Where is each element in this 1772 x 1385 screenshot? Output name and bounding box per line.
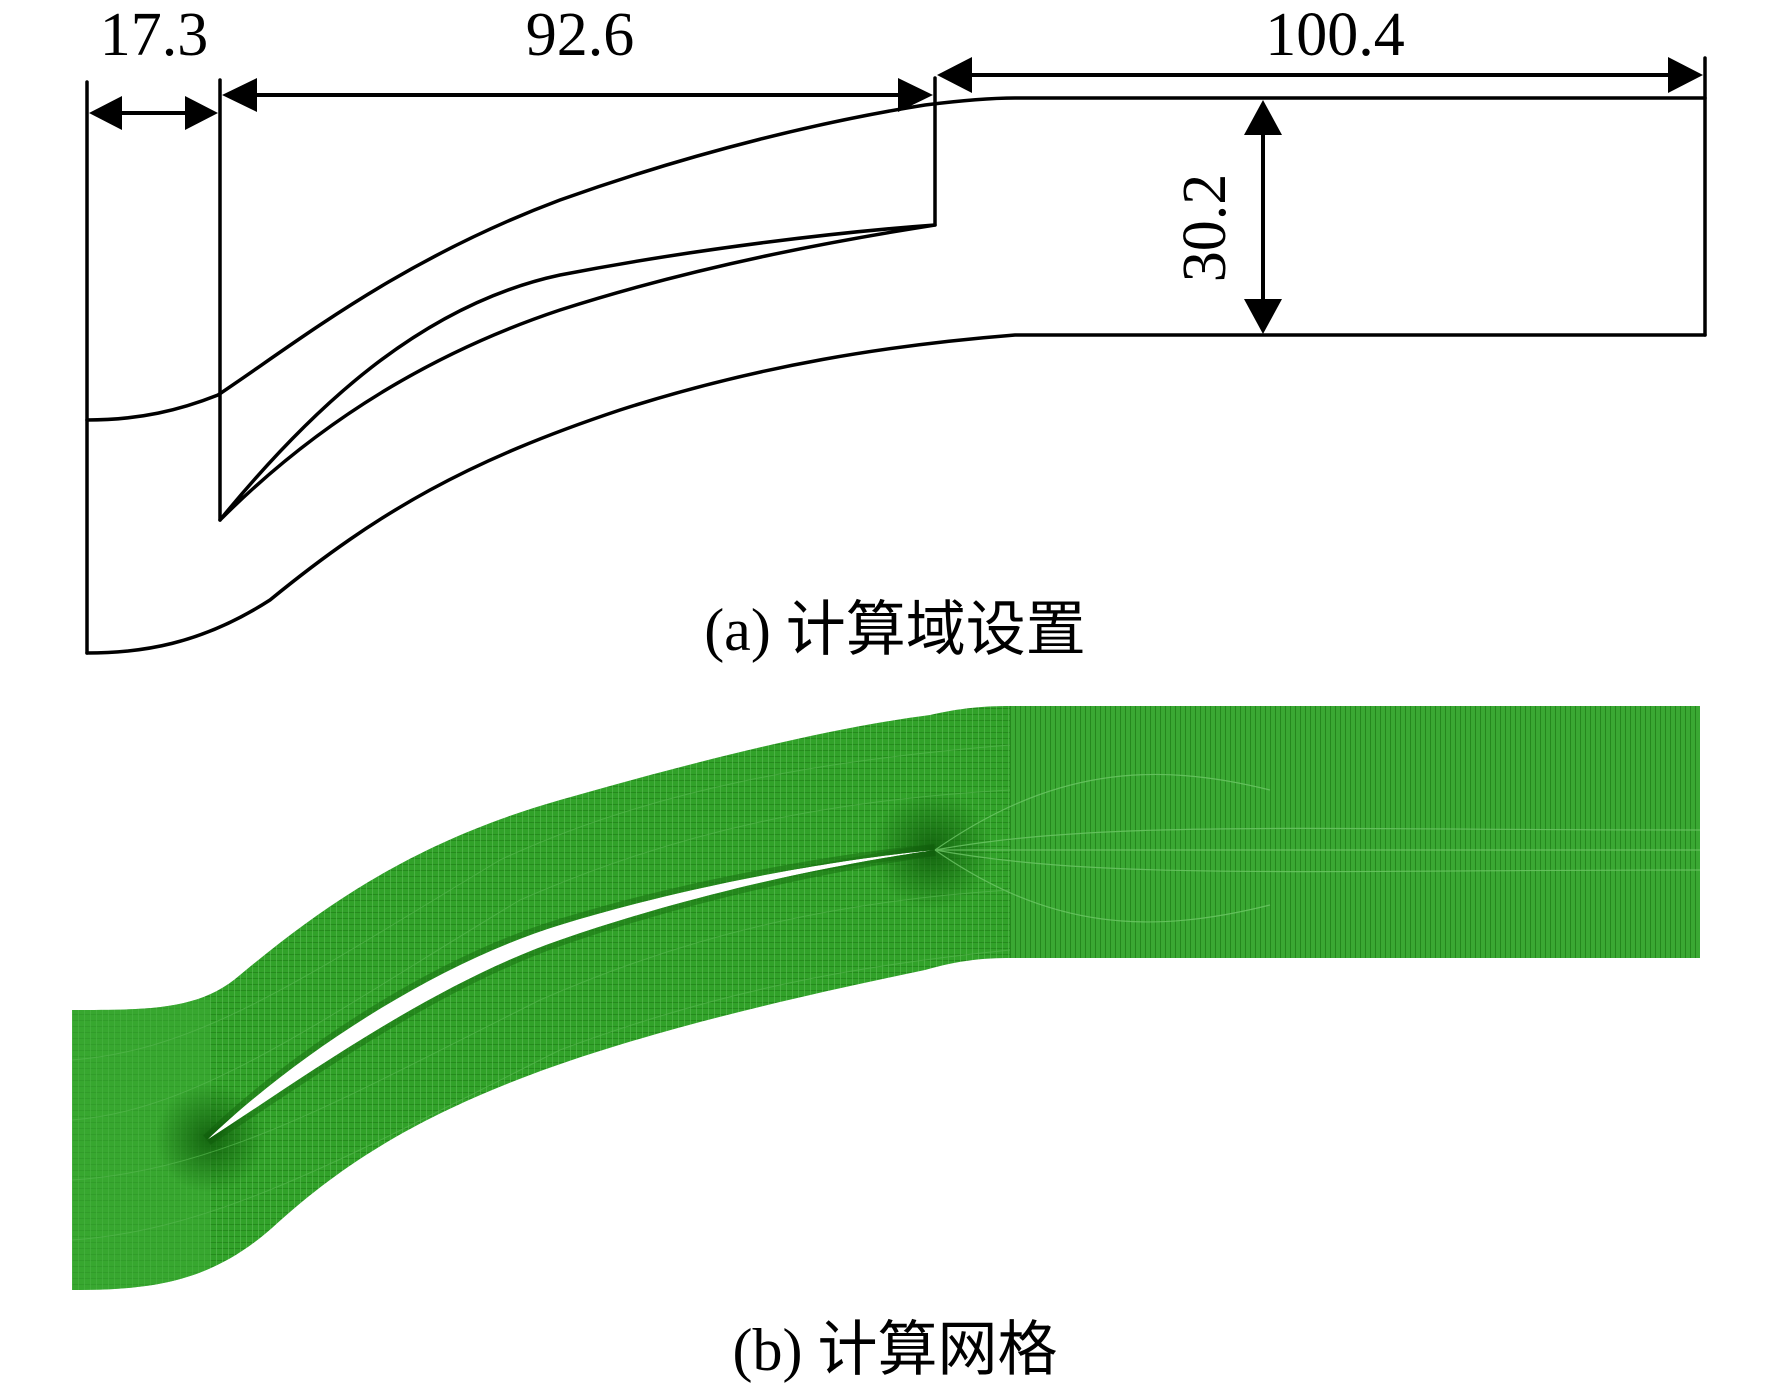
caption-a: (a) 计算域设置 — [704, 597, 1086, 663]
dim-blade-axial-length-label: 92.6 — [526, 1, 635, 69]
blade-profile — [218, 223, 937, 522]
dim-pitch: 30.2 — [1171, 100, 1282, 334]
dim-pitch-label: 30.2 — [1171, 174, 1239, 283]
mesh-region — [72, 706, 1700, 1290]
dim-outlet-length: 100.4 — [937, 1, 1703, 93]
caption-b: (b) 计算网格 — [733, 1317, 1058, 1383]
dim-inlet-length: 17.3 — [89, 1, 218, 130]
dim-inlet-length-label: 17.3 — [100, 1, 209, 69]
domain-lower-boundary — [85, 333, 1707, 655]
panel-b-mesh: (b) 计算网格 — [72, 706, 1700, 1383]
domain-upper-boundary — [85, 96, 1707, 422]
dim-blade-axial-length: 92.6 — [222, 1, 933, 112]
dim-outlet-length-label: 100.4 — [1265, 1, 1405, 69]
panel-a-domain: 17.3 92.6 100.4 30.2 (a) 计算域设置 — [85, 1, 1707, 663]
